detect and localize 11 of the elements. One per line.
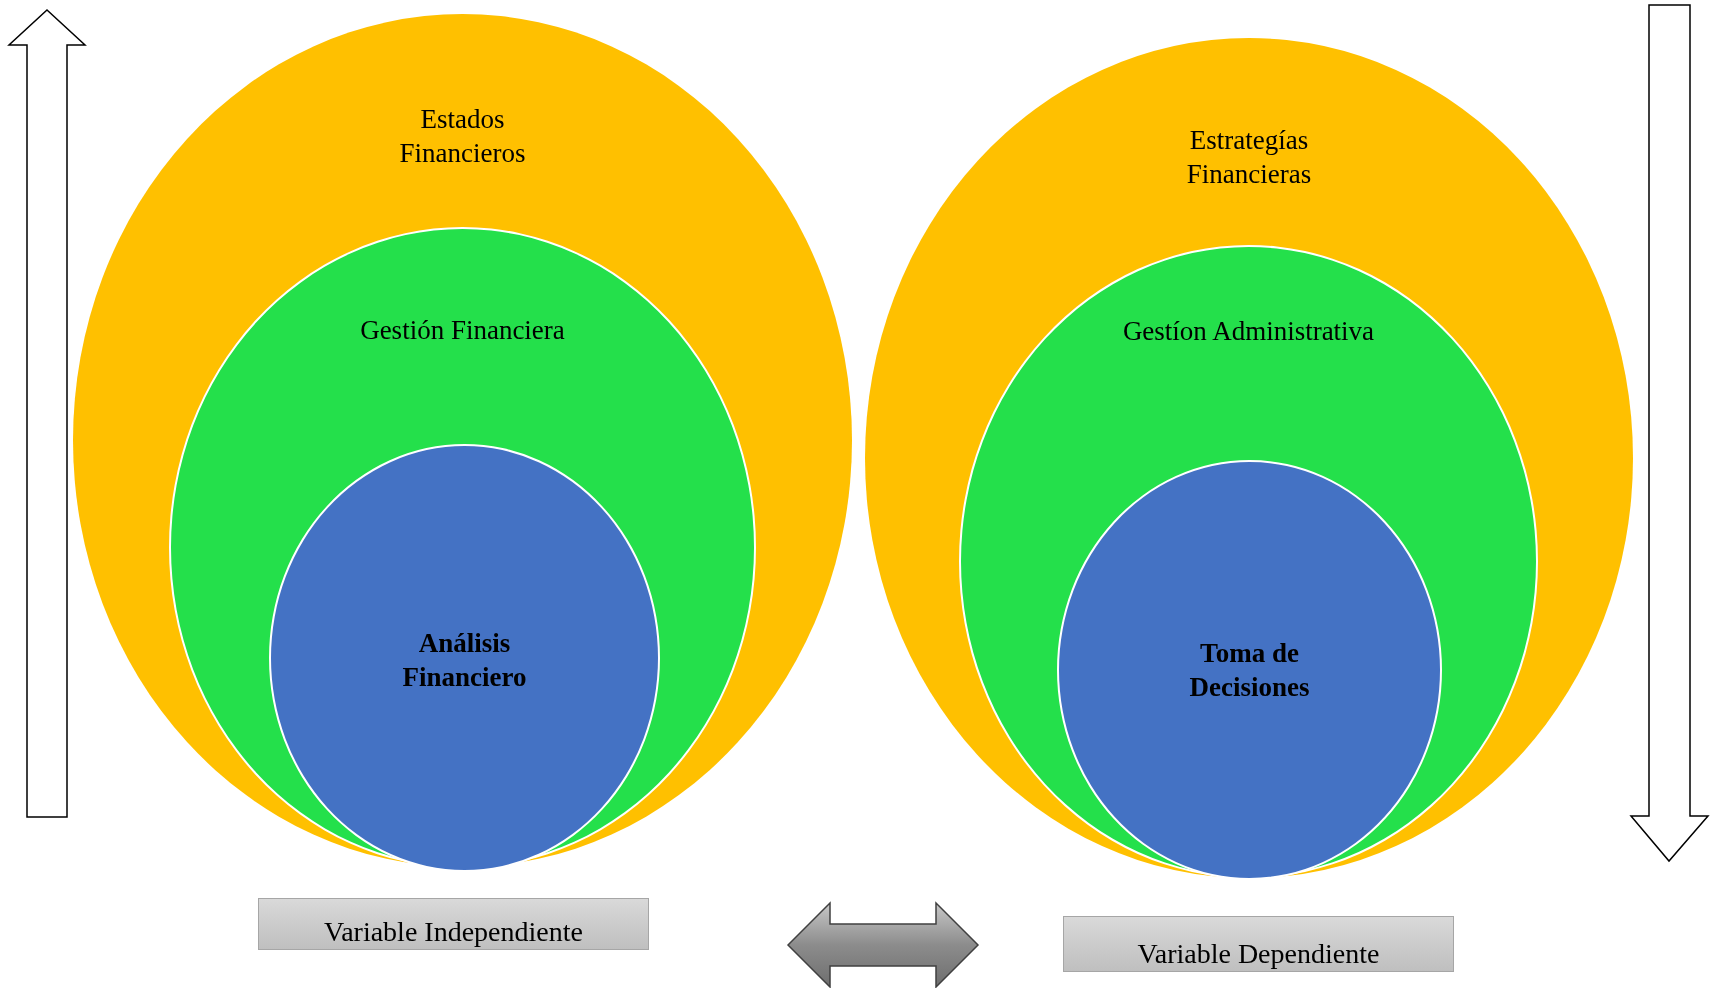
double-arrow: [786, 901, 980, 988]
ellipse-label: Gestíon Administrativa: [1121, 315, 1376, 348]
ellipse-label: Estrategías Financieras: [1185, 124, 1313, 191]
ellipse-label: Gestión Financiera: [359, 314, 566, 347]
ellipse-label: Toma de Decisiones: [1188, 637, 1311, 704]
variable-label: Variable Dependiente: [1137, 939, 1380, 969]
label-box: [258, 898, 649, 950]
variable-label: Variable Independiente: [324, 917, 583, 947]
label-box: [1063, 916, 1454, 972]
ellipse-label: Análisis Financiero: [401, 627, 528, 694]
ellipse-label: Estados Financieros: [398, 103, 527, 170]
